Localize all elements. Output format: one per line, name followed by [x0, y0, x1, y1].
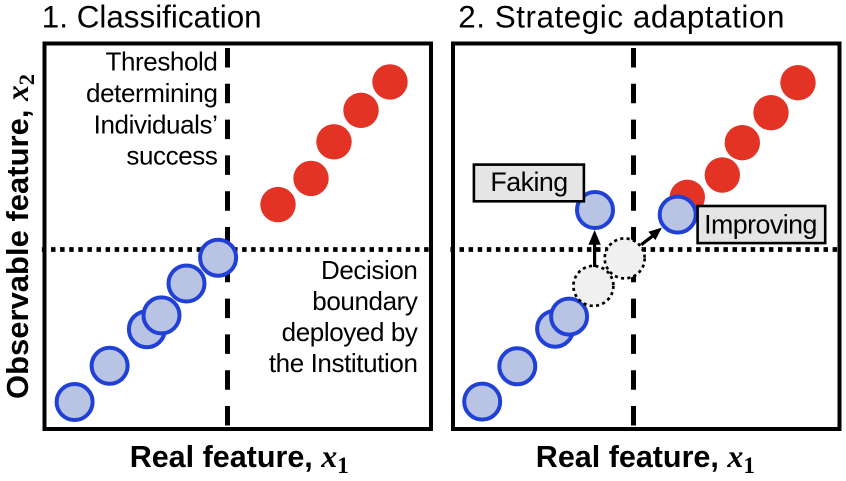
svg-text:Real feature, x1: Real feature, x1: [536, 438, 755, 478]
svg-text:boundary: boundary: [312, 286, 418, 316]
svg-text:Faking: Faking: [490, 167, 567, 197]
svg-text:deployed by: deployed by: [282, 317, 418, 347]
svg-text:the Institution: the Institution: [269, 348, 418, 378]
svg-text:2. Strategic adaptation: 2. Strategic adaptation: [458, 0, 785, 35]
svg-text:determining: determining: [86, 78, 217, 108]
svg-text:Observable feature, x2: Observable feature, x2: [0, 74, 39, 399]
svg-text:success: success: [126, 141, 218, 171]
svg-text:1. Classification: 1. Classification: [42, 0, 262, 35]
svg-text:Real feature, x1: Real feature, x1: [130, 438, 349, 478]
svg-text:Individuals’: Individuals’: [94, 109, 218, 139]
svg-text:Threshold: Threshold: [105, 47, 217, 77]
svg-text:Improving: Improving: [704, 210, 817, 240]
svg-text:Decision: Decision: [321, 255, 418, 285]
